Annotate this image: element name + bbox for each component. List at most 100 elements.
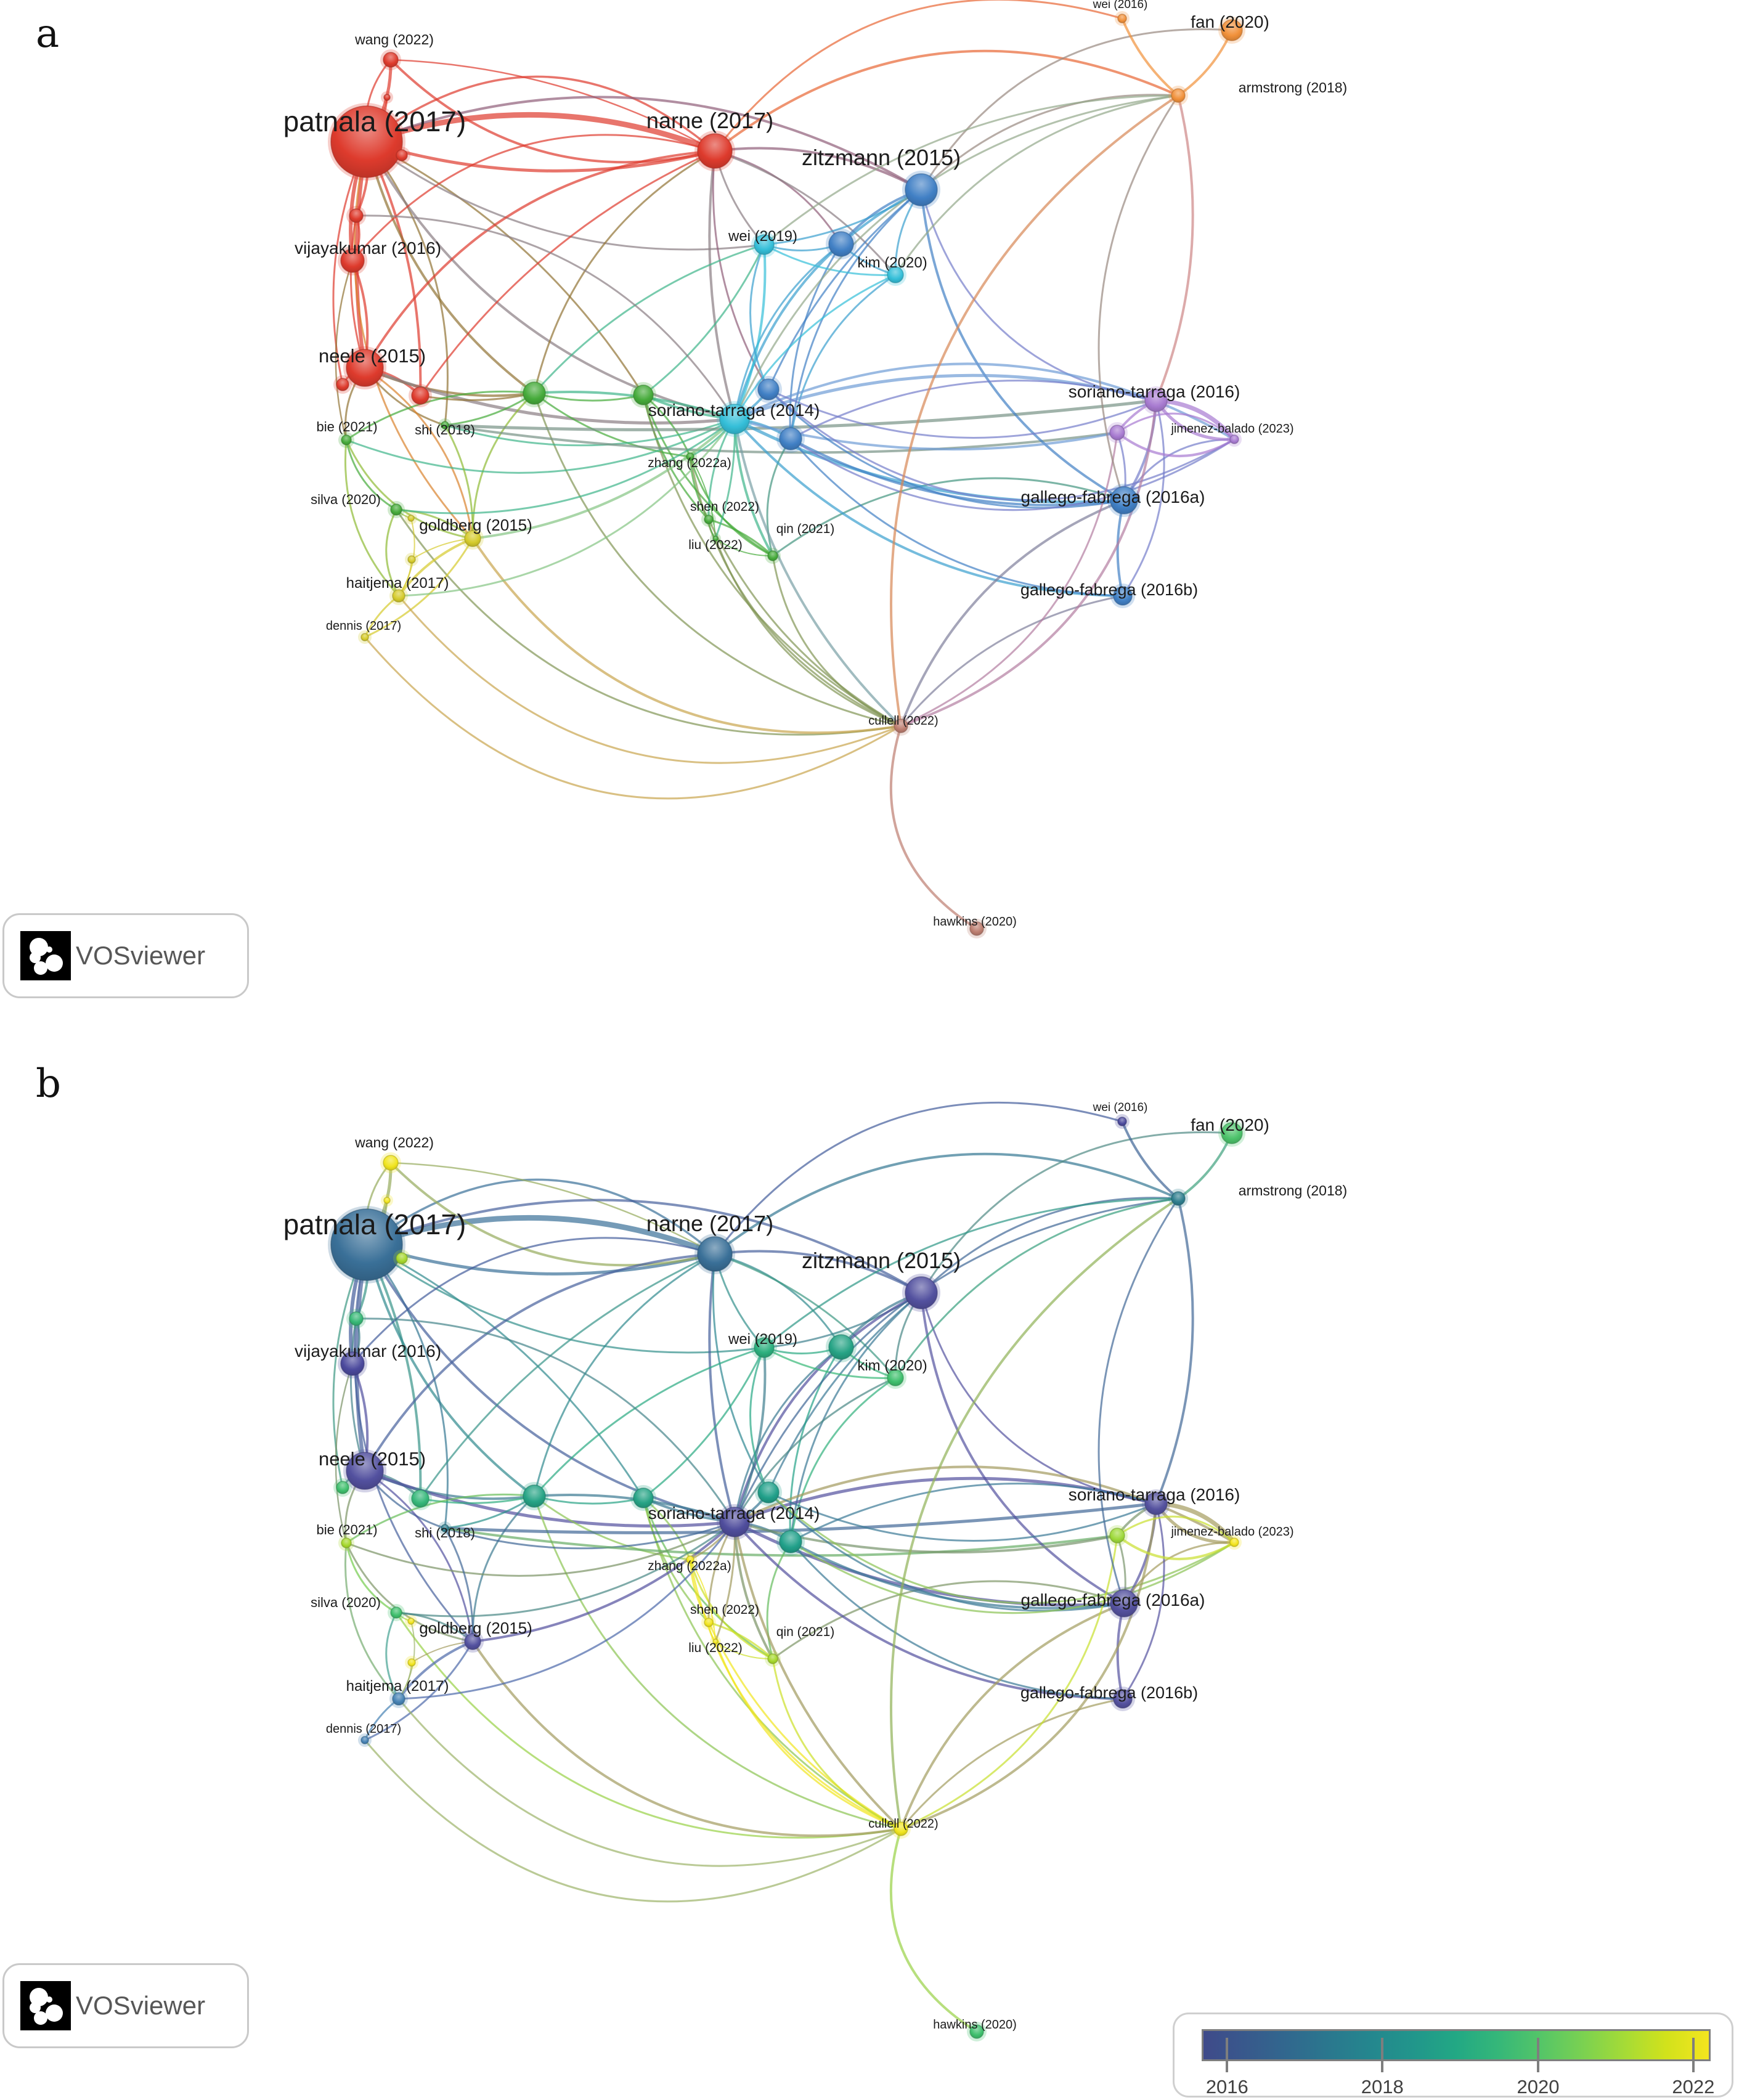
node-kim-2020[interactable] xyxy=(887,1369,904,1386)
node-soriano-tarraga-2016[interactable] xyxy=(1144,1492,1168,1515)
node-patnala-2017[interactable] xyxy=(330,1208,403,1281)
node-small-red-1[interactable] xyxy=(383,94,391,101)
node-small-red-2[interactable] xyxy=(396,149,408,161)
edge-narne-2017--blue-medium-2 xyxy=(712,1253,770,1494)
node-zitzmann-2015[interactable] xyxy=(905,173,938,206)
node-soriano-tarraga-2014[interactable] xyxy=(719,1507,750,1537)
node-goldberg-2015[interactable] xyxy=(464,1633,481,1650)
node-shi-2018[interactable] xyxy=(441,421,449,429)
node-small-red-3[interactable] xyxy=(349,1311,364,1326)
edge-cullell-2022--hawkins-2020 xyxy=(889,725,978,930)
node-kim-2020[interactable] xyxy=(887,266,904,283)
node-soriano-tarraga-2016[interactable] xyxy=(1144,389,1168,412)
node-blue-medium-1[interactable] xyxy=(828,231,854,257)
node-soriano-tarraga-2014[interactable] xyxy=(719,404,750,434)
node-armstrong-2018[interactable] xyxy=(1171,88,1186,103)
edges-layer xyxy=(332,0,1237,930)
node-wei-2016[interactable] xyxy=(1117,14,1127,23)
node-gallego-fabrega-2016a[interactable] xyxy=(1110,1589,1138,1618)
node-zhang-2022a[interactable] xyxy=(686,452,694,461)
node-neele-2015[interactable] xyxy=(346,1452,384,1490)
node-qin-2021[interactable] xyxy=(767,550,778,561)
edge-wang-2022--narne-2017 xyxy=(389,59,716,152)
node-bie-2021[interactable] xyxy=(341,434,352,446)
node-narne-2017[interactable] xyxy=(697,133,733,169)
node-haitjema-2017[interactable] xyxy=(392,589,405,603)
node-gallego-fabrega-2016a[interactable] xyxy=(1110,486,1138,515)
edge-zitzmann-2015--fan-2020 xyxy=(920,1131,1233,1294)
node-silva-2020[interactable] xyxy=(390,1606,402,1619)
node-small-red-4[interactable] xyxy=(336,378,349,391)
node-goldberg-2015[interactable] xyxy=(464,530,481,547)
node-wang-2022[interactable] xyxy=(383,52,399,68)
node-narne-2017[interactable] xyxy=(697,1236,733,1272)
node-neele-2015[interactable] xyxy=(346,349,384,387)
node-wei-2019[interactable] xyxy=(754,234,775,255)
node-dennis-2017[interactable] xyxy=(360,633,369,641)
node-small-yellow-2[interactable] xyxy=(407,1658,416,1667)
edge-shen-2022--qin-2021 xyxy=(707,1621,774,1660)
edge-zitzmann-2015--armstrong-2018 xyxy=(920,94,1179,191)
node-fan-2020[interactable] xyxy=(1221,19,1243,41)
node-red-medium-1[interactable] xyxy=(411,386,430,405)
node-green-hub-2[interactable] xyxy=(633,1488,654,1508)
node-label-silva-2020: silva (2020) xyxy=(311,1595,381,1610)
node-cullell-2022[interactable] xyxy=(894,718,908,733)
node-blue-medium-3[interactable] xyxy=(779,1530,802,1553)
node-small-purple-1[interactable] xyxy=(1109,425,1125,441)
node-bie-2021[interactable] xyxy=(341,1537,352,1549)
node-label-patnala-2017: patnala (2017) xyxy=(283,105,466,137)
edge-narne-2017--neele-2015 xyxy=(364,1253,716,1472)
node-gallego-fabrega-2016b[interactable] xyxy=(1113,586,1133,606)
edge-narne-2017--green-hub-1 xyxy=(533,150,716,394)
node-shi-2018[interactable] xyxy=(441,1524,449,1532)
node-zitzmann-2015[interactable] xyxy=(905,1276,938,1309)
node-cullell-2022[interactable] xyxy=(894,1821,908,1836)
node-shen-2022[interactable] xyxy=(704,515,714,524)
node-silva-2020[interactable] xyxy=(390,503,402,516)
node-haitjema-2017[interactable] xyxy=(392,1692,405,1706)
edge-blue-medium-3--gallego-fabrega-2016b xyxy=(789,437,1124,597)
node-blue-medium-3[interactable] xyxy=(779,427,802,450)
edge-gallego-fabrega-2016a--cullell-2022 xyxy=(900,499,1125,727)
node-hawkins-2020[interactable] xyxy=(969,2024,984,2039)
node-liu-2022[interactable] xyxy=(712,1638,719,1645)
node-green-hub-1[interactable] xyxy=(523,1484,546,1508)
node-wang-2022[interactable] xyxy=(383,1155,399,1171)
node-small-yellow-2[interactable] xyxy=(407,555,416,564)
node-small-purple-1[interactable] xyxy=(1109,1528,1125,1544)
node-jimenez-balado-2023[interactable] xyxy=(1229,434,1239,444)
node-small-yellow-1[interactable] xyxy=(407,1618,415,1625)
network-map-overlay-view[interactable]: patnala (2017)wang (2022)narne (2017)vij… xyxy=(0,1050,1747,2100)
node-hawkins-2020[interactable] xyxy=(969,921,984,936)
node-green-hub-1[interactable] xyxy=(523,381,546,405)
node-small-red-2[interactable] xyxy=(396,1252,408,1264)
network-map-cluster-view[interactable]: patnala (2017)wang (2022)narne (2017)vij… xyxy=(0,0,1747,1050)
edge-green-hub-2--wei-2019 xyxy=(642,243,765,396)
node-small-red-4[interactable] xyxy=(336,1481,349,1494)
node-fan-2020[interactable] xyxy=(1221,1122,1243,1144)
node-blue-medium-2[interactable] xyxy=(757,1481,780,1504)
node-blue-medium-1[interactable] xyxy=(828,1334,854,1360)
node-shen-2022[interactable] xyxy=(704,1618,714,1627)
node-qin-2021[interactable] xyxy=(767,1653,778,1664)
node-red-medium-1[interactable] xyxy=(411,1489,430,1508)
node-gallego-fabrega-2016b[interactable] xyxy=(1113,1689,1133,1709)
node-patnala-2017[interactable] xyxy=(330,105,403,178)
edge-qin-2021--soriano-tarraga-2014 xyxy=(733,418,774,557)
node-liu-2022[interactable] xyxy=(712,535,719,542)
node-vijayakumar-2016[interactable] xyxy=(340,1351,365,1376)
node-dennis-2017[interactable] xyxy=(360,1736,369,1744)
node-jimenez-balado-2023[interactable] xyxy=(1229,1537,1239,1547)
node-small-red-3[interactable] xyxy=(349,208,364,223)
node-wei-2019[interactable] xyxy=(754,1337,775,1358)
node-armstrong-2018[interactable] xyxy=(1171,1191,1186,1206)
node-small-yellow-1[interactable] xyxy=(407,515,415,522)
node-green-hub-2[interactable] xyxy=(633,385,654,405)
node-blue-medium-2[interactable] xyxy=(757,378,780,401)
node-zhang-2022a[interactable] xyxy=(686,1555,694,1564)
node-wei-2016[interactable] xyxy=(1117,1117,1127,1126)
node-vijayakumar-2016[interactable] xyxy=(340,248,365,273)
node-small-red-1[interactable] xyxy=(383,1197,391,1204)
